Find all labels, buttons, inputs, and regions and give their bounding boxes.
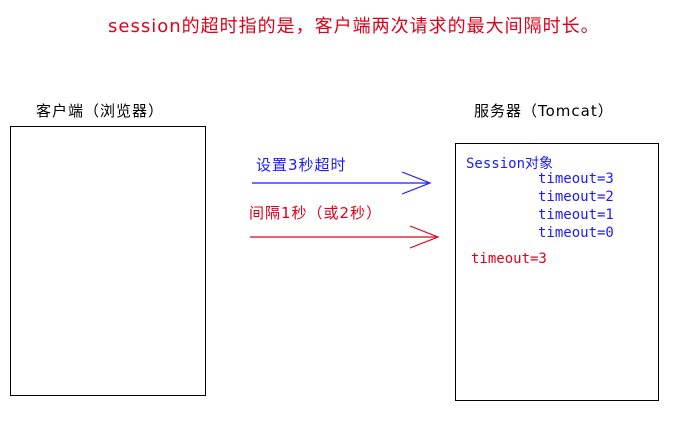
server-label: 服务器（Tomcat） (474, 102, 614, 120)
timeout-line: timeout=1 (538, 207, 614, 223)
timeout-line: timeout=2 (538, 189, 614, 205)
second-arrow (250, 225, 440, 249)
first-arrow (252, 171, 432, 195)
timeout-line: timeout=0 (538, 225, 614, 241)
timeout-reset-value: timeout=3 (471, 251, 547, 267)
client-label: 客户端（浏览器） (36, 102, 165, 120)
server-box (455, 143, 659, 401)
session-object-title: Session对象 (466, 156, 554, 172)
diagram-caption: session的超时指的是，客户端两次请求的最大间隔时长。 (108, 16, 600, 37)
first-arrow-label: 设置3秒超时 (256, 156, 347, 174)
client-box (10, 126, 206, 396)
second-arrow-label: 间隔1秒（或2秒） (249, 204, 383, 222)
timeout-line: timeout=3 (538, 171, 614, 187)
